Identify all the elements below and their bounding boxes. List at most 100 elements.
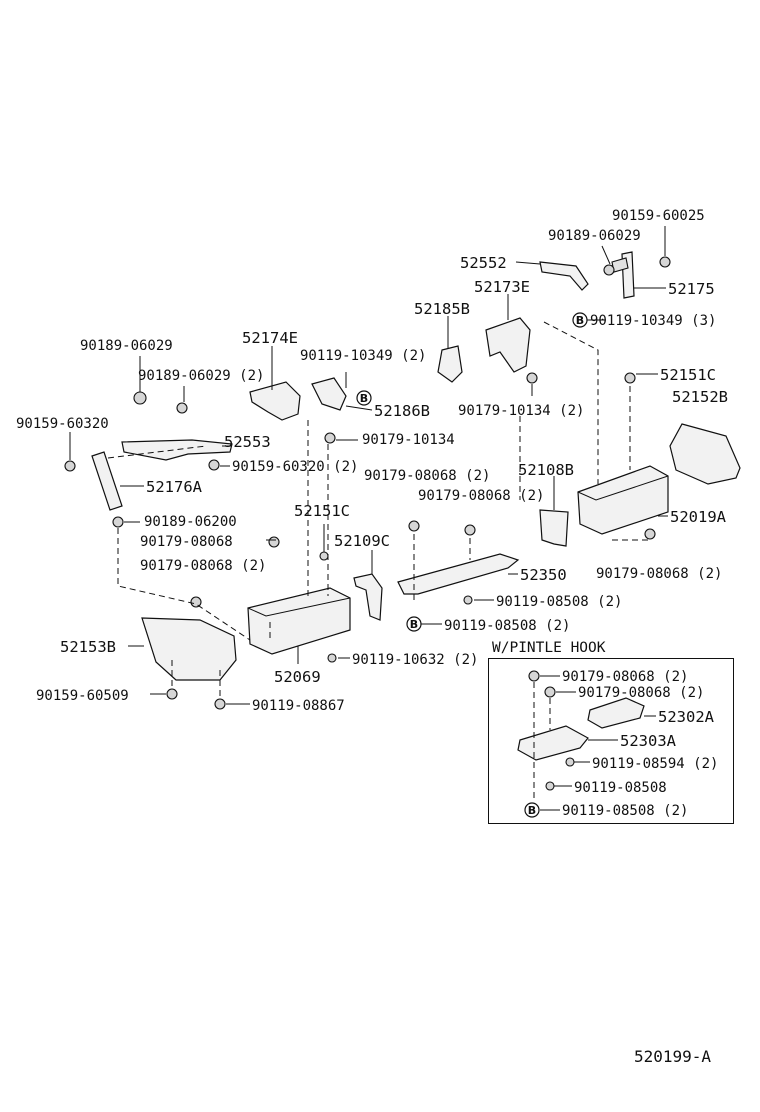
bolt-90159-60320-2 (208, 459, 220, 471)
label-90119-08594-2: 90119-08594 (2) (592, 756, 718, 772)
marker-b-icon: B (524, 802, 540, 818)
label-52176A: 52176A (146, 478, 203, 496)
label-90179-08068: 90179-08068 (140, 534, 233, 550)
bolt-90189-06029-top (603, 264, 615, 276)
label-52174E: 52174E (242, 329, 298, 347)
label-52151C-mid: 52151C (294, 502, 350, 520)
marker-b-icon: B (572, 312, 588, 328)
label-90119-08867: 90119-08867 (252, 698, 345, 714)
label-52173E: 52173E (474, 278, 530, 296)
part-52350-plate (397, 553, 520, 595)
label-52185B: 52185B (414, 300, 470, 318)
label-52553: 52553 (224, 433, 271, 451)
bolt-90159-60025 (659, 256, 671, 268)
pintle-hook-inset-frame (488, 658, 734, 824)
part-52108B-bracket (539, 509, 569, 547)
label-90119-08508: 90119-08508 (574, 780, 667, 796)
label-90179-10134: 90179-10134 (362, 432, 455, 448)
nut-90179-08068 (268, 536, 280, 548)
bolt-90189-06029-2 (176, 402, 188, 414)
label-90179-08068-2-f: 90179-08068 (2) (578, 685, 704, 701)
label-90179-08068-2-c: 90179-08068 (2) (140, 558, 266, 574)
svg-text:B: B (576, 314, 584, 327)
label-52069: 52069 (274, 668, 321, 686)
bolt-90159-60509 (166, 688, 178, 700)
part-52109C-bracket (353, 573, 383, 621)
part-52185B-bracket (437, 345, 463, 383)
svg-text:B: B (410, 618, 418, 631)
part-52153B-end-cap (141, 617, 237, 681)
leader-line (601, 245, 611, 265)
marker-b-icon: B (356, 390, 372, 406)
bolt-52151C-mid (319, 551, 329, 561)
label-90119-08508-2-b: 90119-08508 (2) (444, 618, 570, 634)
alignment-line (543, 321, 599, 484)
diagram-reference-code: 520199-A (634, 1047, 712, 1066)
part-52176A-bracket (91, 451, 123, 511)
label-90179-08068-2-b: 90179-08068 (2) (418, 488, 544, 504)
label-90179-10134-2: 90179-10134 (2) (458, 403, 584, 419)
part-52152B-end-cap (669, 423, 741, 485)
label-52019A: 52019A (670, 508, 727, 526)
part-52069-edge (247, 597, 351, 617)
part-52552-bracket (539, 261, 589, 291)
part-52174E-bracket (249, 381, 301, 421)
marker-b-icon: B (406, 616, 422, 632)
label-90159-60025: 90159-60025 (612, 208, 705, 224)
part-52173E-bracket (485, 317, 531, 373)
part-52019A-bumper (577, 465, 669, 535)
label-52109C: 52109C (334, 532, 390, 550)
alignment-line (117, 528, 251, 641)
label-52552: 52552 (460, 254, 507, 272)
nut-90179-08068-2 (190, 596, 202, 608)
label-52151C-right: 52151C (660, 366, 716, 384)
label-90119-10349-2: 90119-10349 (2) (300, 348, 426, 364)
label-52108B: 52108B (518, 461, 574, 479)
label-90189-06029-left: 90189-06029 (80, 338, 173, 354)
label-90179-08068-2-e: 90179-08068 (2) (562, 669, 688, 685)
label-90159-60509: 90159-60509 (36, 688, 129, 704)
label-52175: 52175 (668, 280, 715, 298)
label-90119-10349-3: 90119-10349 (3) (590, 313, 716, 329)
label-52350: 52350 (520, 566, 567, 584)
label-90179-08068-2-a: 90179-08068 (2) (364, 468, 490, 484)
inset-title: W/PINTLE HOOK (492, 640, 606, 656)
nut-90179-08068-2-b (464, 524, 476, 536)
label-52152B: 52152B (672, 388, 728, 406)
label-90189-06029-top: 90189-06029 (548, 228, 641, 244)
nut-90179-08068-2-d (644, 528, 656, 540)
bolt-90119-08508-2 (463, 595, 473, 605)
nut-90179-08068-2-f (544, 686, 556, 698)
bolt-90119-10632-2 (327, 653, 337, 663)
label-90189-06200: 90189-06200 (144, 514, 237, 530)
label-90119-08508-2-c: 90119-08508 (2) (562, 803, 688, 819)
label-52186B: 52186B (374, 402, 430, 420)
bolt-90189-06200 (112, 516, 124, 528)
nut-90179-10134 (324, 432, 336, 444)
label-90179-08068-2-d: 90179-08068 (2) (596, 566, 722, 582)
label-90119-10632-2: 90119-10632 (2) (352, 652, 478, 668)
part-52302A (587, 697, 645, 729)
label-90159-60320-2: 90159-60320 (2) (232, 459, 358, 475)
part-52186B-bracket (311, 377, 347, 411)
bolt-90189-06029 (133, 391, 147, 405)
alignment-line (107, 445, 207, 459)
part-52553-strip (121, 439, 233, 461)
label-52302A: 52302A (658, 708, 715, 726)
bolt-90159-60320 (64, 460, 76, 472)
bolt-90119-08867 (214, 698, 226, 710)
label-90189-06029-2: 90189-06029 (2) (138, 368, 264, 384)
nut-90179-08068-2-e (528, 670, 540, 682)
nut-90179-08068-2-a (408, 520, 420, 532)
leader-line (515, 261, 541, 265)
label-52153B: 52153B (60, 638, 116, 656)
label-90159-60320: 90159-60320 (16, 416, 109, 432)
bolt-52151C-right (624, 372, 636, 384)
part-52069-bumper (247, 587, 351, 655)
label-52303A: 52303A (620, 732, 677, 750)
svg-text:B: B (360, 392, 368, 405)
label-90119-08508-2-a: 90119-08508 (2) (496, 594, 622, 610)
part-52019A-edge (577, 475, 669, 501)
